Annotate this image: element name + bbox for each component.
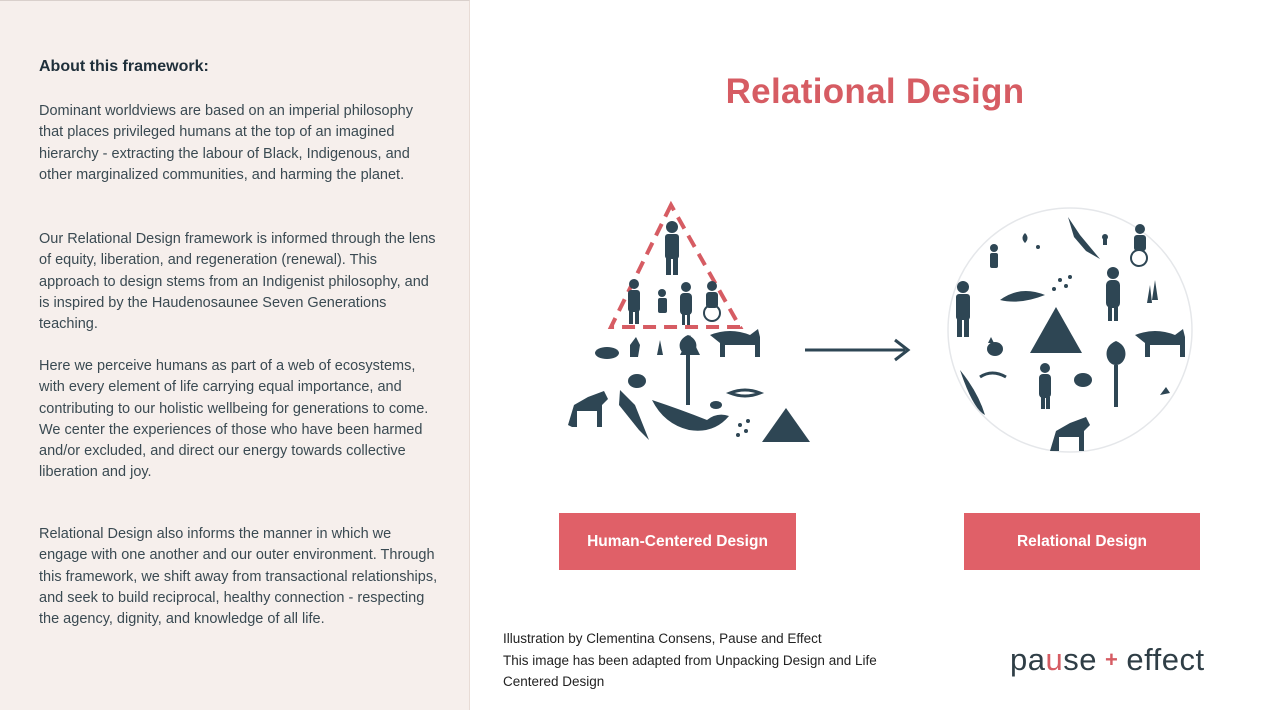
human-top-icon xyxy=(665,221,679,275)
logo-word-right: effect xyxy=(1126,642,1205,677)
page-title: Relational Design xyxy=(725,72,1025,111)
logo-word-left: pa xyxy=(1010,642,1046,677)
logo-word-rest: se xyxy=(1063,642,1097,677)
logo-plus-icon: + xyxy=(1104,647,1119,672)
credit-line-1: Illustration by Clementina Consens, Paus… xyxy=(503,631,822,646)
relational-design-label: Relational Design xyxy=(964,513,1200,570)
human-centered-design-label: Human-Centered Design xyxy=(559,513,796,570)
hierarchy-triangle xyxy=(607,200,744,329)
about-paragraph-4: Relational Design also informs the manne… xyxy=(39,526,438,628)
relational-illustration xyxy=(947,205,1193,453)
logo-u-mark: u xyxy=(1045,642,1064,677)
arrow-icon xyxy=(805,338,911,362)
nature-below-icons xyxy=(568,329,810,442)
illustration-credit: Illustration by Clementina Consens, Paus… xyxy=(503,628,933,693)
about-panel: About this framework: Dominant worldview… xyxy=(0,0,470,710)
about-paragraph-2: Our Relational Design framework is infor… xyxy=(39,231,436,333)
humans-row-icon xyxy=(628,279,721,325)
web-of-life-icons xyxy=(956,205,1185,451)
comparison-illustration xyxy=(568,200,1193,453)
credit-line-2: This image has been adapted from Unpacki… xyxy=(503,652,877,668)
about-heading: About this framework: xyxy=(39,58,209,75)
human-centered-illustration xyxy=(568,200,810,442)
credit-line-3: Centered Design xyxy=(503,674,605,689)
about-paragraph-1: Dominant worldviews are based on an impe… xyxy=(39,103,413,183)
about-paragraph-3: Here we perceive humans as part of a web… xyxy=(39,358,429,481)
